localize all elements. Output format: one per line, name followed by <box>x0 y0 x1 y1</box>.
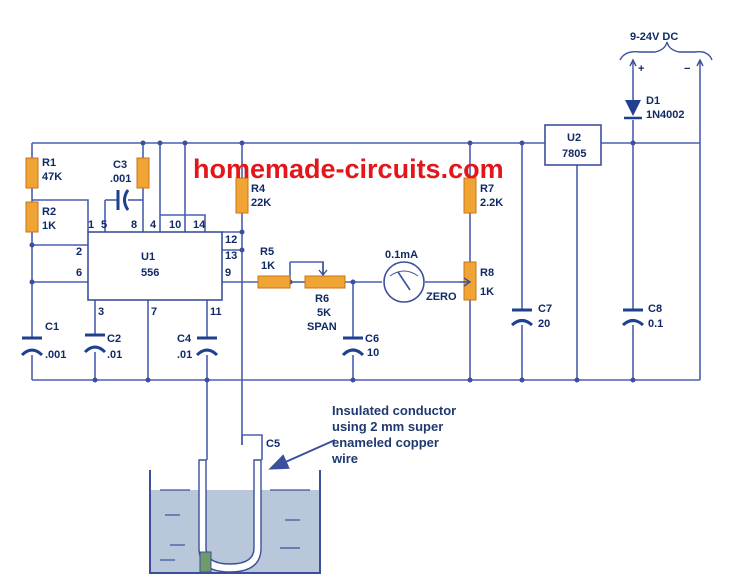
annotation-line-3: enameled copper <box>332 435 439 450</box>
c6-value: 10 <box>367 347 379 359</box>
r6-ref: R6 <box>315 293 329 305</box>
supply-plus: + <box>638 63 644 75</box>
capacitor-c1 <box>20 336 44 357</box>
annotation-line-1: Insulated conductor <box>332 403 456 418</box>
supply-label: 9-24V DC <box>630 31 678 43</box>
c7-value: 20 <box>538 318 550 330</box>
ic-u1 <box>87 231 223 301</box>
pin-3: 3 <box>98 306 104 318</box>
pin-1: 1 <box>88 219 94 231</box>
pin-7: 7 <box>151 306 157 318</box>
r7-ref: R7 <box>480 183 494 195</box>
pin-8: 8 <box>131 219 137 231</box>
r8-value: 1K <box>480 286 494 298</box>
capacitor-c7 <box>510 308 534 327</box>
resistor-r5 <box>257 275 291 289</box>
junction-dots <box>29 140 636 383</box>
r6-wiper-arrow <box>318 262 328 277</box>
water-fill <box>150 490 320 573</box>
pin-11: 11 <box>210 306 222 318</box>
wiring <box>31 70 701 460</box>
r2-ref: R2 <box>42 206 56 218</box>
r1-value: 47K <box>42 171 62 183</box>
r8-zero-label: ZERO <box>426 291 457 303</box>
watermark-text: homemade-circuits.com <box>193 154 504 184</box>
c3-ref: C3 <box>113 159 127 171</box>
pin-5: 5 <box>101 219 107 231</box>
c3-value: .001 <box>110 173 131 185</box>
u2-ref: U2 <box>567 132 581 144</box>
resistor-r6 <box>304 275 346 289</box>
d1-ref: D1 <box>646 95 660 107</box>
pin-10: 10 <box>169 219 181 231</box>
pin-4: 4 <box>150 219 157 231</box>
u1-ref: U1 <box>141 251 155 263</box>
c7-ref: C7 <box>538 303 552 315</box>
annotation-arrow <box>268 439 336 470</box>
resistor-r8 <box>463 261 477 301</box>
c4-ref: C4 <box>177 333 192 345</box>
d1-value: 1N4002 <box>646 109 685 121</box>
r5-value: 1K <box>261 260 275 272</box>
capacitor-c6 <box>341 336 365 357</box>
r6-value: 5K <box>317 307 331 319</box>
regulator-u2 <box>544 124 602 166</box>
water-ripples <box>160 489 310 561</box>
r8-ref: R8 <box>480 267 494 279</box>
r2-value: 1K <box>42 220 56 232</box>
pin-14: 14 <box>193 219 206 231</box>
meter-value: 0.1mA <box>385 249 418 261</box>
r7-value: 2.2K <box>480 197 503 209</box>
capacitor-c4 <box>195 336 219 357</box>
pin-13: 13 <box>225 250 237 262</box>
tank-walls <box>149 470 321 574</box>
water-tank <box>149 459 321 574</box>
pin-9: 9 <box>225 267 231 279</box>
resistor-r7 <box>463 177 477 214</box>
pin-2: 2 <box>76 246 82 258</box>
c4-value: .01 <box>177 349 192 361</box>
c2-value: .01 <box>107 349 122 361</box>
c8-value: 0.1 <box>648 318 663 330</box>
resistor-r4 <box>235 177 249 214</box>
u2-value: 7805 <box>562 148 586 160</box>
c1-value: .001 <box>45 349 66 361</box>
u1-value: 556 <box>141 267 159 279</box>
c5-ref: C5 <box>266 438 280 450</box>
pin-12: 12 <box>225 234 237 246</box>
r1-ref: R1 <box>42 157 56 169</box>
c6-ref: C6 <box>365 333 379 345</box>
annotation-line-4: wire <box>331 451 358 466</box>
r4-value: 22K <box>251 197 271 209</box>
pin-6: 6 <box>76 267 82 279</box>
r5-ref: R5 <box>260 246 274 258</box>
r8-wiper-arrow <box>460 277 472 287</box>
capacitor-c3-symbol <box>116 189 130 211</box>
c2-ref: C2 <box>107 333 121 345</box>
r6-span-label: SPAN <box>307 321 337 333</box>
resistor-r1 <box>25 157 39 189</box>
r4-ref: R4 <box>251 183 266 195</box>
capacitor-c8 <box>621 308 645 327</box>
capacitor-c3-body <box>136 157 150 189</box>
capacitor-c2 <box>83 333 107 354</box>
annotation: Insulated conductor using 2 mm super ena… <box>331 403 456 466</box>
c8-ref: C8 <box>648 303 662 315</box>
annotation-line-2: using 2 mm super <box>332 419 443 434</box>
supply-minus: − <box>684 63 690 75</box>
meter-0.1ma <box>383 261 425 303</box>
diode-d1 <box>624 100 642 120</box>
resistor-r2 <box>25 201 39 233</box>
c1-ref: C1 <box>45 321 59 333</box>
probe-electrode <box>199 551 212 573</box>
supply-bracket <box>619 41 713 70</box>
